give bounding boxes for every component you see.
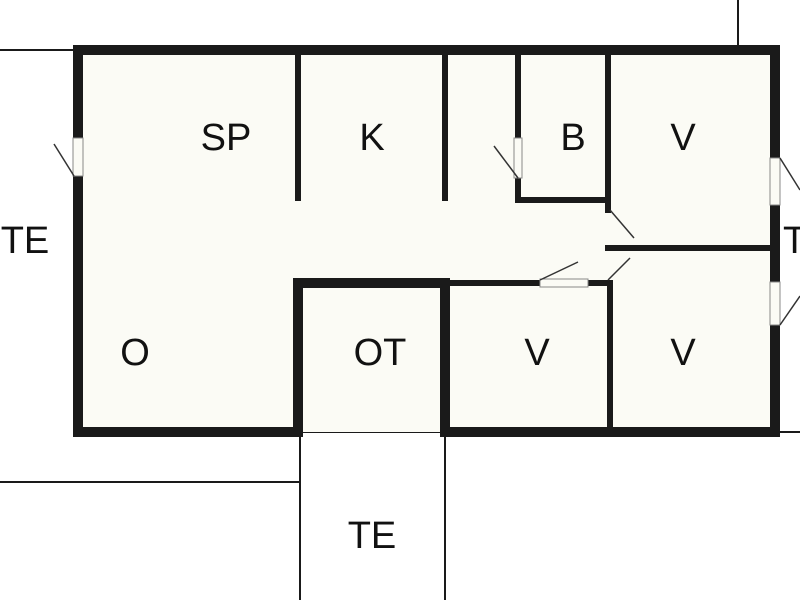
door-opening-left bbox=[72, 137, 84, 177]
door-opening-bathroom bbox=[513, 137, 523, 179]
room-label-o: O bbox=[120, 332, 150, 374]
door-leaf-right-top bbox=[779, 157, 800, 191]
room-label-v2: V bbox=[524, 332, 550, 374]
door-leaf-v3 bbox=[607, 257, 631, 281]
room-label-v1: V bbox=[670, 117, 696, 159]
terrace-label-left: TE bbox=[1, 220, 50, 262]
room-label-v3: V bbox=[670, 332, 696, 374]
door-leaf-right-low bbox=[779, 295, 800, 326]
room-label-k: K bbox=[359, 117, 384, 159]
door-leaf-left bbox=[53, 143, 75, 177]
room-label-sp: SP bbox=[201, 117, 252, 159]
door-opening-right-top bbox=[769, 157, 781, 206]
room-label-ot: OT bbox=[354, 332, 407, 374]
door-leaf-bathroom bbox=[493, 145, 519, 179]
room-label-b: B bbox=[560, 117, 585, 159]
terrace-label-bottom: TE bbox=[348, 515, 397, 557]
bathroom-wall-lower bbox=[515, 53, 611, 203]
terrace-label-right: TE bbox=[783, 220, 800, 262]
door-leaf-v2 bbox=[539, 261, 579, 281]
ot-wall bbox=[293, 278, 450, 437]
door-leaf-v1 bbox=[609, 209, 635, 239]
door-opening-v2 bbox=[539, 278, 589, 288]
door-opening-right-low bbox=[769, 281, 781, 326]
house-floor bbox=[78, 50, 775, 432]
